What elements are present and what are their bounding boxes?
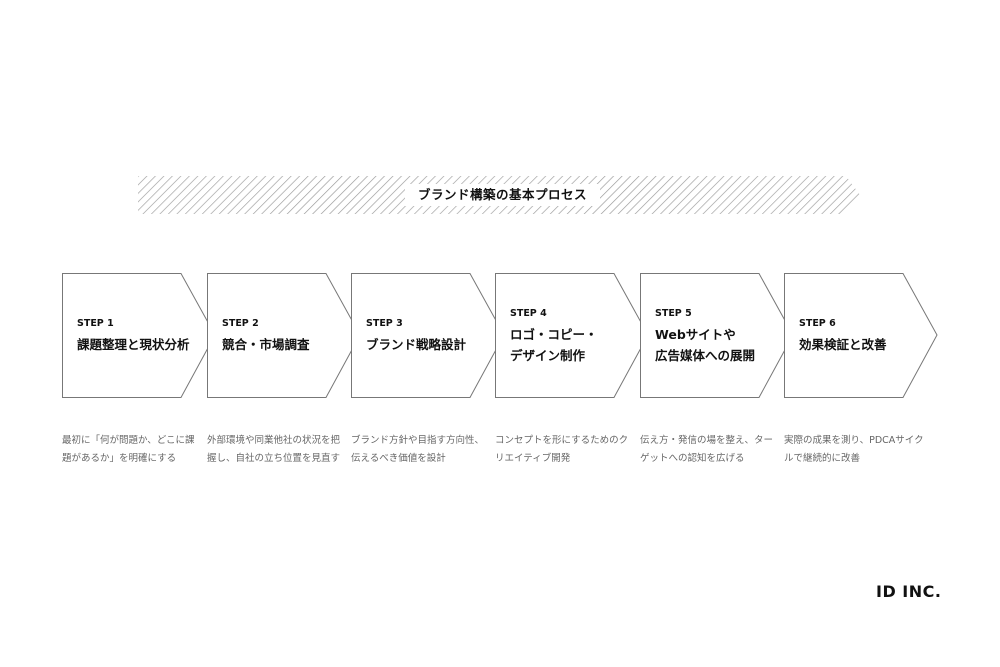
step-title: Webサイトや [655, 327, 736, 342]
chevron-shape [640, 273, 794, 398]
step-title: デザイン制作 [510, 348, 586, 363]
step-chevron-4: STEP 4 ロゴ・コピー・デザイン制作 [495, 273, 655, 398]
step-number: STEP 2 [222, 318, 259, 329]
step-description: 外部環境や同業他社の状況を把握し、自社の立ち位置を見直す [207, 435, 341, 464]
step-chevron-1: STEP 1 課題整理と現状分析 [62, 273, 222, 398]
chevron-shape [351, 273, 505, 398]
step-chevron-2: STEP 2 競合・市場調査 [207, 273, 367, 398]
step-description: ブランド方針や目指す方向性、伝えるべき価値を設計 [351, 435, 485, 464]
step-description: 実際の成果を測り、PDCAサイクルで継続的に改善 [784, 435, 924, 464]
step-description: 最初に「何が問題か、どこに課題があるか」を明確にする [62, 435, 195, 464]
process-title: ブランド構築の基本プロセス [405, 184, 600, 206]
company-logo: ID INC. [876, 582, 942, 601]
step-chevron-6: STEP 6 効果検証と改善 [784, 273, 944, 398]
step-description: 伝え方・発信の場を整え、ターゲットへの認知を広げる [640, 435, 774, 464]
step-title: ブランド戦略設計 [366, 337, 467, 352]
chevron-shape [62, 273, 216, 398]
step-title: ロゴ・コピー・ [510, 327, 598, 342]
step-number: STEP 3 [366, 318, 403, 329]
chevron-shape [495, 273, 649, 398]
step-number: STEP 1 [77, 318, 114, 329]
step-title: 広告媒体への展開 [655, 348, 756, 363]
step-chevron-5: STEP 5 Webサイトや広告媒体への展開 [640, 273, 800, 398]
step-number: STEP 6 [799, 318, 836, 329]
step-number: STEP 5 [655, 308, 692, 319]
step-description: コンセプトを形にするためのクリエイティブ開発 [495, 435, 629, 464]
step-number: STEP 4 [510, 308, 547, 319]
step-title: 効果検証と改善 [799, 337, 887, 352]
chevron-shape [207, 273, 361, 398]
step-title: 課題整理と現状分析 [77, 337, 190, 352]
step-chevron-3: STEP 3 ブランド戦略設計 [351, 273, 511, 398]
step-title: 競合・市場調査 [222, 337, 310, 352]
chevron-shape [784, 273, 938, 398]
